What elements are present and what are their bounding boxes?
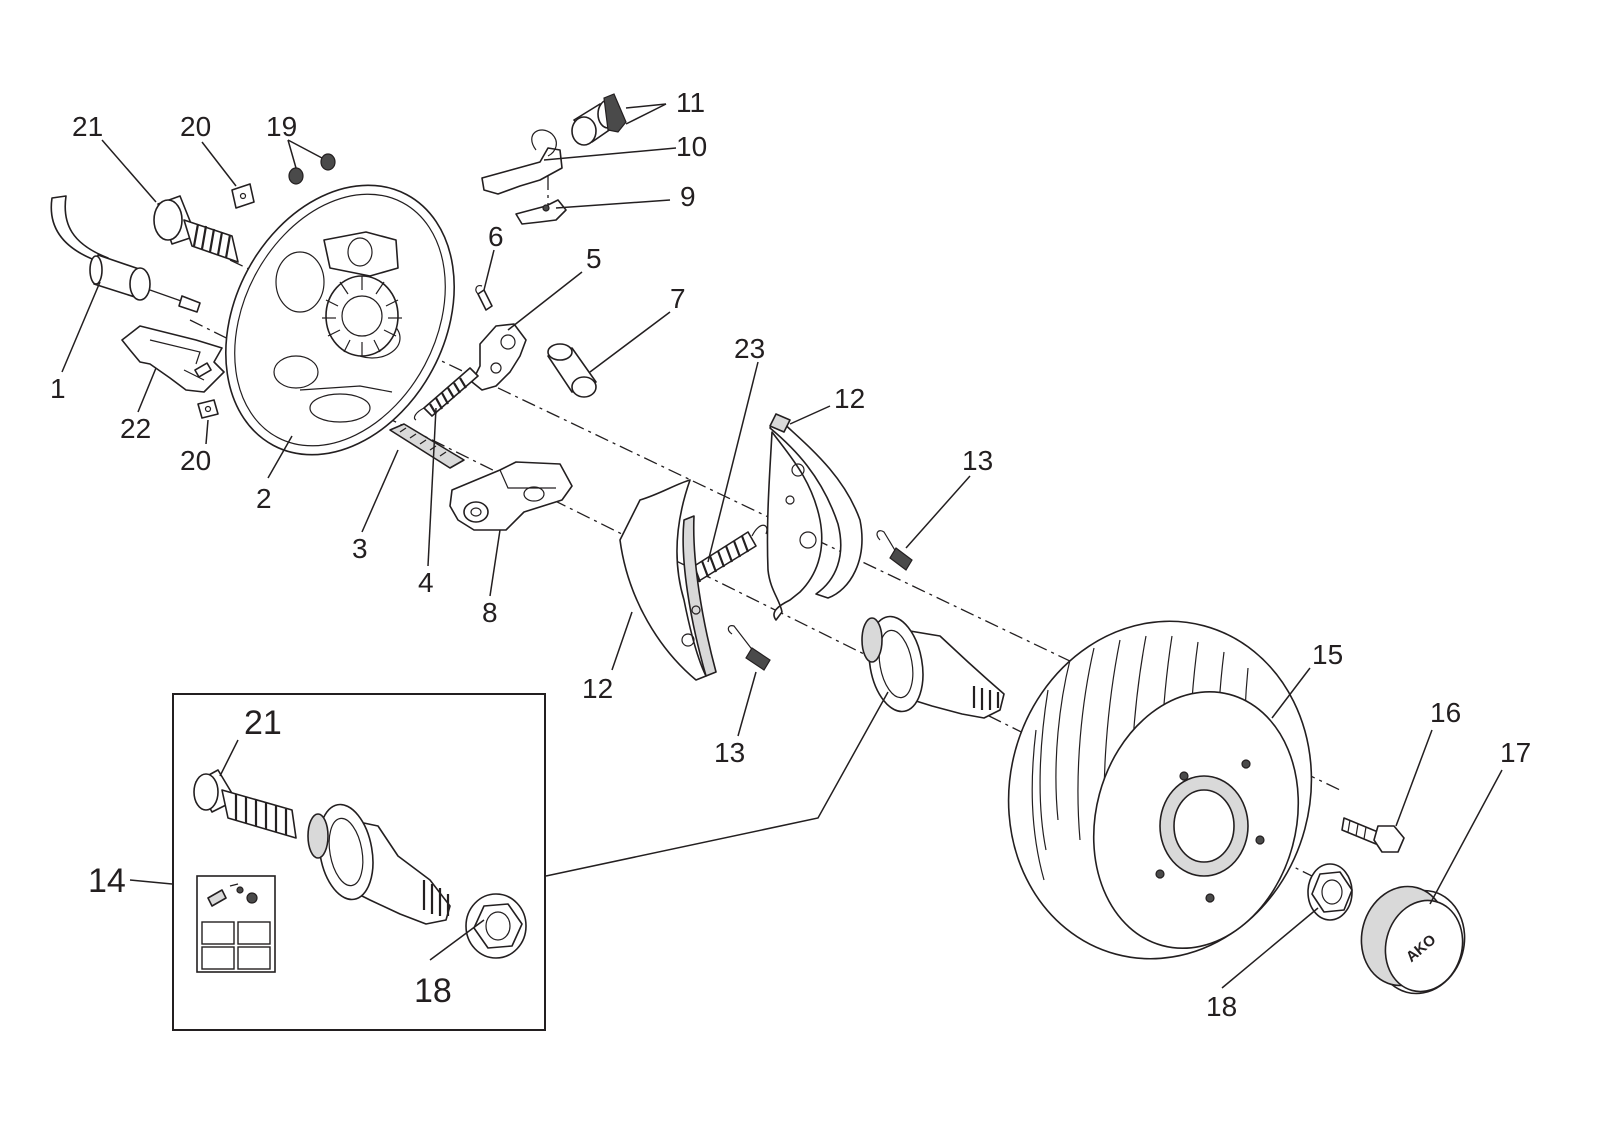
part-2-backing-plate [225, 184, 455, 456]
callout-23: 23 [734, 333, 765, 364]
callout-7: 7 [670, 283, 686, 314]
callout-12-upper: 12 [834, 383, 865, 414]
callout-13-lower: 13 [714, 737, 745, 768]
part-23-return-spring [687, 524, 768, 585]
callout-13-upper: 13 [962, 445, 993, 476]
callout-9: 9 [680, 181, 696, 212]
callout-18-inset: 18 [414, 972, 452, 1010]
part-4-spring [413, 367, 479, 421]
part-17-hub-cap: AKO [1360, 885, 1466, 995]
callout-15: 15 [1312, 639, 1343, 670]
part-20-clip-lower [197, 399, 219, 419]
callout-8: 8 [482, 597, 498, 628]
part-8-actuator [449, 461, 573, 531]
part-21-plug-upper [153, 195, 239, 263]
part-20-clip-upper [231, 183, 255, 209]
inset-nut-18 [465, 893, 527, 959]
callout-16: 16 [1430, 697, 1461, 728]
part-19-nuts [288, 153, 336, 185]
callout-2: 2 [256, 483, 272, 514]
callout-18-main: 18 [1206, 991, 1237, 1022]
leader-lines [61, 103, 1503, 989]
inset-instruction-card [196, 875, 276, 973]
part-12-brake-shoe-upper [766, 413, 863, 621]
callout-21-main: 21 [72, 111, 103, 142]
part-9-link [515, 199, 567, 225]
inset-plug-21 [193, 769, 297, 839]
part-6-cotter-pin [475, 285, 493, 311]
part-3-adjuster [389, 423, 465, 469]
spindle-main [861, 615, 1005, 719]
callout-22: 22 [120, 413, 151, 444]
callout-11: 11 [676, 87, 705, 118]
callout-20-upper: 20 [180, 111, 211, 142]
part-22-cable-bracket [121, 325, 225, 393]
part-16-bolt [1341, 817, 1405, 853]
callout-6: 6 [488, 221, 504, 252]
part-13-spring-lower [727, 625, 771, 671]
callout-1: 1 [50, 373, 66, 404]
callout-20-lower: 20 [180, 445, 211, 476]
part-5-lever [471, 323, 527, 391]
callout-19: 19 [266, 111, 297, 142]
callout-3: 3 [352, 533, 368, 564]
part-13-spring-upper [876, 530, 913, 571]
callout-labels: 1 2 3 4 5 6 7 8 9 10 11 12 12 13 13 14 1… [50, 87, 1531, 1022]
part-10-lever-arm [481, 129, 563, 195]
callout-5: 5 [586, 243, 602, 274]
inset-spindle [307, 803, 451, 925]
callout-12-lower: 12 [582, 673, 613, 704]
callout-10: 10 [676, 131, 707, 162]
inset-kit-box [172, 693, 546, 1031]
callout-17: 17 [1500, 737, 1531, 768]
part-12-brake-shoe-lower [619, 479, 717, 681]
callout-21-inset: 21 [244, 704, 282, 742]
callout-4: 4 [418, 567, 434, 598]
part-7-pin [547, 343, 597, 398]
part-18-nut-main [1307, 863, 1353, 921]
part-15-brake-drum [1007, 620, 1313, 960]
part-1-brake-cable [50, 195, 201, 313]
part-11-magnet [571, 93, 627, 146]
callout-14: 14 [88, 862, 126, 900]
